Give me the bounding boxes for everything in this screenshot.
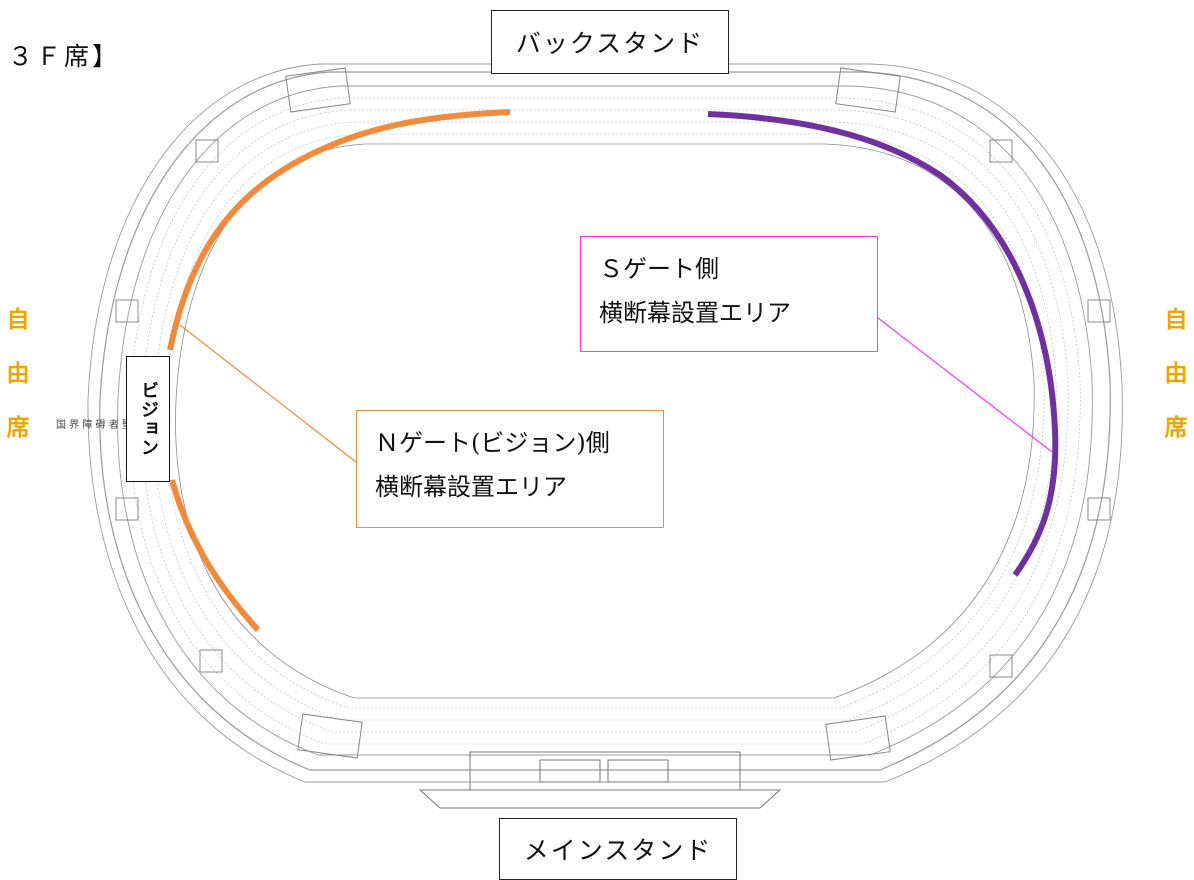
- s-gate-callout: Ｓゲート側 横断幕設置エリア: [580, 236, 878, 352]
- n-gate-leader-line: [179, 324, 357, 463]
- free-seat-char: 席: [6, 414, 30, 441]
- free-seat-char: 由: [1164, 360, 1188, 387]
- s-gate-leader-line: [877, 317, 1053, 453]
- vision-screen-box: ビジョン: [126, 356, 170, 482]
- s-gate-callout-line1: Ｓゲート側: [599, 255, 719, 283]
- side-note-small-text: 国 界 障 碍 者 聖 ス: [56, 420, 146, 431]
- free-seat-char: 自: [6, 306, 30, 333]
- n-gate-callout: Ｎゲート(ビジョン)側 横断幕設置エリア: [356, 410, 664, 528]
- s-gate-callout-line2: 横断幕設置エリア: [599, 299, 791, 327]
- seating-rows-solid: [175, 143, 1035, 699]
- vision-label: ビジョン: [138, 381, 159, 457]
- main-stand-label: メインスタンド: [499, 818, 737, 880]
- s-gate-banner-area: [707, 111, 1059, 577]
- stair-blocks: [115, 67, 1111, 761]
- n-gate-banner-area-upper: [167, 109, 511, 351]
- free-seat-char: 席: [1164, 414, 1188, 441]
- back-stand-label: バックスタンド: [491, 10, 729, 74]
- main-stand-building: [418, 751, 782, 809]
- n-gate-banner-area-lower: [169, 479, 261, 633]
- free-seat-char: 自: [1164, 306, 1188, 333]
- floor-title: ３Ｆ席】: [8, 42, 121, 71]
- free-seat-label-right: 自 由 席: [1158, 300, 1194, 442]
- free-seat-char: 由: [6, 360, 30, 387]
- free-seat-label-left: 自 由 席: [0, 300, 36, 442]
- n-gate-callout-line2: 横断幕設置エリア: [375, 473, 567, 501]
- n-gate-callout-line1: Ｎゲート(ビジョン)側: [375, 429, 610, 457]
